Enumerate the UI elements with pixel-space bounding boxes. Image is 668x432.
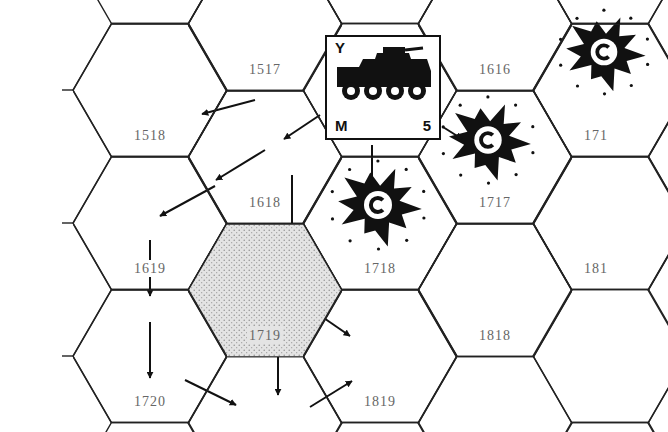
hex-outline [533,157,668,290]
map-hex: 1616 [418,0,572,91]
hex-number: 1517 [247,61,283,78]
move-arrow [284,115,320,139]
map-hex: 1717 [418,91,572,224]
hex-outline [188,224,342,357]
hex-outline [533,24,668,157]
hex-number: 171 [582,127,610,144]
hex-outline [418,0,572,91]
hex-outline [648,0,668,91]
hex-outline [303,0,457,24]
hex-outline [303,24,457,157]
move-arrow [277,350,279,395]
hex-stub [62,222,73,223]
hex-number: 1720 [132,393,168,410]
hex-number: 1616 [477,61,513,78]
explosion-symbol [442,95,535,184]
hex-outline [188,91,342,224]
hex-outline [418,91,572,224]
hex-outline [648,357,668,432]
hex-outline [648,224,668,357]
explosion-symbol [559,9,649,96]
hex-outline [188,357,342,432]
hex-outline [533,0,668,24]
map-hex: 1618 [188,91,342,224]
unit-strength: 5 [423,118,431,134]
map-hex: 171 [533,24,668,157]
hex-number: 1618 [247,194,283,211]
hex-stub [62,89,73,90]
hex-number: 181 [582,260,610,277]
hex-number: 1518 [132,127,168,144]
hex-outline [73,423,227,432]
move-arrow [371,145,373,186]
hex-number: 1717 [477,194,513,211]
map-hex: 1517 [188,0,342,91]
explosion-symbol [331,159,426,250]
map-hex: 1719 [188,224,342,357]
hex-number: 1719 [247,327,283,344]
unit-counter: Y M 5 [325,35,441,140]
hex-outline [303,423,457,432]
hex-outline [648,91,668,224]
unit-class-letter: M [335,118,348,134]
hex-grid [62,0,668,432]
map-hex: 1720 [73,290,227,423]
hex-outline [533,290,668,423]
hex-number: 1818 [477,327,513,344]
move-arrow [443,127,462,139]
hex-outline [418,224,572,357]
map-hex: 1818 [418,224,572,357]
move-arrow [216,150,265,180]
hex-number: 1619 [132,260,168,277]
hex-stub [62,355,73,356]
hex-number: 1718 [362,260,398,277]
hex-number: 1819 [362,393,398,410]
hex-outline [73,24,227,157]
map-hex: 1518 [73,24,227,157]
map-hex: 1819 [303,290,457,423]
map-hex: 181 [533,157,668,290]
move-arrow [149,322,151,378]
unit-type-letter: Y [335,40,345,56]
hex-outline [418,357,572,432]
hex-outline [73,0,227,24]
hex-outline [188,0,342,91]
move-arrow [202,100,255,114]
